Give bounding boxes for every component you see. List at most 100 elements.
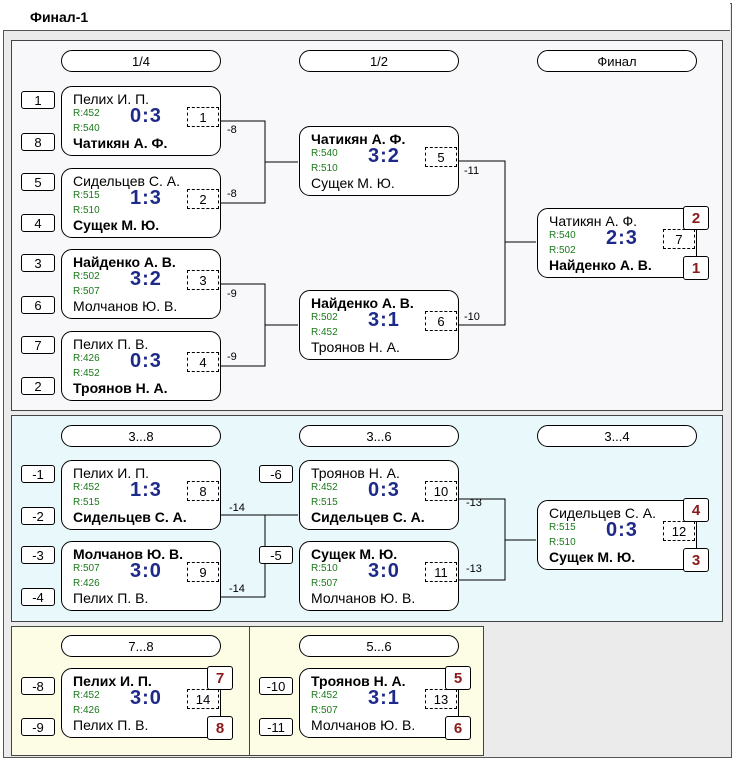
loser-destination-label: -14 xyxy=(229,502,245,514)
seed-badge: 7 xyxy=(21,336,55,354)
rating-bottom: R:510 xyxy=(549,537,576,548)
match-number: 13 xyxy=(425,689,457,709)
player-top: Найденко А. В. xyxy=(311,295,414,311)
seed-badge: 1 xyxy=(21,91,55,109)
player-top: Сидельцев С. А. xyxy=(549,505,656,521)
seed-badge: -10 xyxy=(259,677,293,695)
match-number: 9 xyxy=(187,562,219,582)
rating-bottom: R:515 xyxy=(73,497,100,508)
match-score: 3:0 xyxy=(130,560,162,582)
rating-bottom: R:515 xyxy=(311,497,338,508)
match-score: 2:3 xyxy=(606,227,638,249)
rating-bottom: R:510 xyxy=(73,205,100,216)
round-header-quarterfinal: 1/4 xyxy=(61,50,221,72)
seed-badge: 6 xyxy=(21,296,55,314)
player-bottom: Найденко А. В. xyxy=(549,257,652,273)
match-number: 4 xyxy=(187,352,219,372)
match-number: 10 xyxy=(425,481,457,501)
match-score: 0:3 xyxy=(130,105,162,127)
player-bottom: Троянов Н. А. xyxy=(73,380,168,396)
round-header-3-8: 3...8 xyxy=(61,425,221,447)
seed-badge: -1 xyxy=(21,465,55,483)
player-bottom: Пелих П. В. xyxy=(73,717,149,733)
player-bottom: Молчанов Ю. В. xyxy=(311,590,416,606)
match-number: 2 xyxy=(187,189,219,209)
rating-top: R:502 xyxy=(73,271,100,282)
rating-top: R:426 xyxy=(73,353,100,364)
title-bar: Финал-1 xyxy=(3,3,730,31)
match-score: 3:1 xyxy=(368,309,400,331)
match-score: 0:3 xyxy=(606,519,638,541)
place-badge: 8 xyxy=(207,716,233,740)
player-top: Чатикян А. Ф. xyxy=(311,131,406,147)
match-score: 0:3 xyxy=(130,350,162,372)
rating-bottom: R:452 xyxy=(73,368,100,379)
round-header-7-8: 7...8 xyxy=(61,635,221,657)
match-number: 14 xyxy=(187,689,219,709)
match-number: 11 xyxy=(425,562,457,582)
player-bottom: Молчанов Ю. В. xyxy=(311,717,416,733)
place-badge: 4 xyxy=(683,498,709,522)
rating-bottom: R:540 xyxy=(73,123,100,134)
rating-top: R:540 xyxy=(549,230,576,241)
place-badge: 3 xyxy=(683,548,709,572)
match-score: 1:3 xyxy=(130,479,162,501)
rating-top: R:452 xyxy=(73,690,100,701)
seed-badge: 8 xyxy=(21,133,55,151)
rating-bottom: R:426 xyxy=(73,578,100,589)
player-top: Пелих И. П. xyxy=(73,91,150,107)
loser-destination-label: -8 xyxy=(227,124,237,136)
match-score: 3:0 xyxy=(130,687,162,709)
place-badge: 1 xyxy=(683,256,709,280)
round-header-5-6: 5...6 xyxy=(299,635,459,657)
rating-top: R:452 xyxy=(73,108,100,119)
rating-bottom: R:426 xyxy=(73,705,100,716)
seed-badge: 5 xyxy=(21,173,55,191)
seed-badge: 3 xyxy=(21,254,55,272)
round-header-3-6: 3...6 xyxy=(299,425,459,447)
player-bottom: Сущек М. Ю. xyxy=(311,175,395,191)
player-bottom: Сущек М. Ю. xyxy=(73,217,160,233)
seed-badge: -11 xyxy=(259,718,293,736)
rating-bottom: R:502 xyxy=(549,245,576,256)
player-bottom: Сидельцев С. А. xyxy=(73,509,187,525)
match-score: 3:0 xyxy=(368,560,400,582)
rating-bottom: R:452 xyxy=(311,327,338,338)
seed-badge: -5 xyxy=(259,546,293,564)
seed-badge: -8 xyxy=(21,677,55,695)
rating-bottom: R:510 xyxy=(311,163,338,174)
rating-top: R:452 xyxy=(311,482,338,493)
match-number: 5 xyxy=(425,147,457,167)
round-header-semifinal: 1/2 xyxy=(299,50,459,72)
rating-top: R:452 xyxy=(73,482,100,493)
match-number: 3 xyxy=(187,270,219,290)
rating-bottom: R:507 xyxy=(73,286,100,297)
player-top: Чатикян А. Ф. xyxy=(549,213,638,229)
match-number: 12 xyxy=(663,521,695,541)
player-bottom: Чатикян А. Ф. xyxy=(73,135,168,151)
round-header-3-4: 3...4 xyxy=(537,425,697,447)
seed-badge: -6 xyxy=(259,465,293,483)
place-badge: 2 xyxy=(683,206,709,230)
rating-bottom: R:507 xyxy=(311,705,338,716)
rating-top: R:515 xyxy=(549,522,576,533)
loser-destination-label: -9 xyxy=(227,351,237,363)
player-bottom: Сидельцев С. А. xyxy=(311,509,425,525)
match-number: 8 xyxy=(187,481,219,501)
player-bottom: Молчанов Ю. В. xyxy=(73,298,178,314)
loser-destination-label: -13 xyxy=(466,497,482,509)
loser-destination-label: -11 xyxy=(464,165,480,177)
player-top: Сущек М. Ю. xyxy=(311,546,398,562)
rating-top: R:452 xyxy=(311,690,338,701)
page-title: Финал-1 xyxy=(30,9,89,25)
player-bottom: Пелих П. В. xyxy=(73,590,149,606)
